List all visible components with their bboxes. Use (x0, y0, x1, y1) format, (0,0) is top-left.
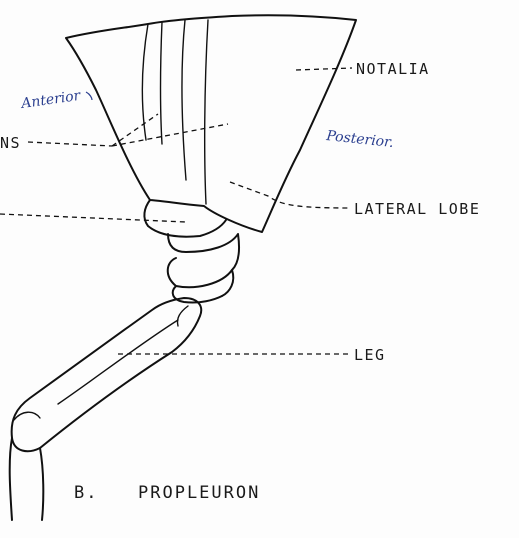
trochanter-lower (173, 286, 222, 303)
tibia-stub (10, 438, 12, 520)
posterior-annotation: Posterior. (325, 128, 395, 151)
femur-groove-2 (177, 306, 188, 326)
lateral-lobe-base (144, 200, 226, 237)
notalia-outline (66, 15, 356, 232)
anterior-underline (86, 92, 92, 100)
anterior-annotation: Anterior (18, 88, 82, 113)
ns-leader (28, 142, 112, 146)
leg-label: LEG (354, 346, 386, 364)
notalia-fold-3 (182, 20, 186, 180)
tibia-stub-2 (40, 448, 43, 520)
coxa (168, 234, 239, 270)
ns-label-fragment: NS (0, 134, 21, 152)
lateral-lobe-leader (230, 182, 350, 208)
femur-groove (58, 320, 178, 404)
notalia-fold-2 (161, 22, 163, 144)
left-leader-lower (0, 214, 186, 222)
notalia-label: NOTALIA (356, 60, 430, 78)
caption-letter: B. (74, 483, 98, 503)
notalia-fold-4 (205, 20, 208, 204)
ns-leader-branch-2 (112, 124, 228, 146)
trochanter (168, 258, 234, 296)
tibia-joint (14, 412, 40, 420)
notalia-leader (296, 68, 352, 70)
lateral-lobe-label: LATERAL LOBE (354, 200, 480, 218)
caption-title: PROPLEURON (138, 483, 260, 503)
femur (12, 298, 202, 451)
